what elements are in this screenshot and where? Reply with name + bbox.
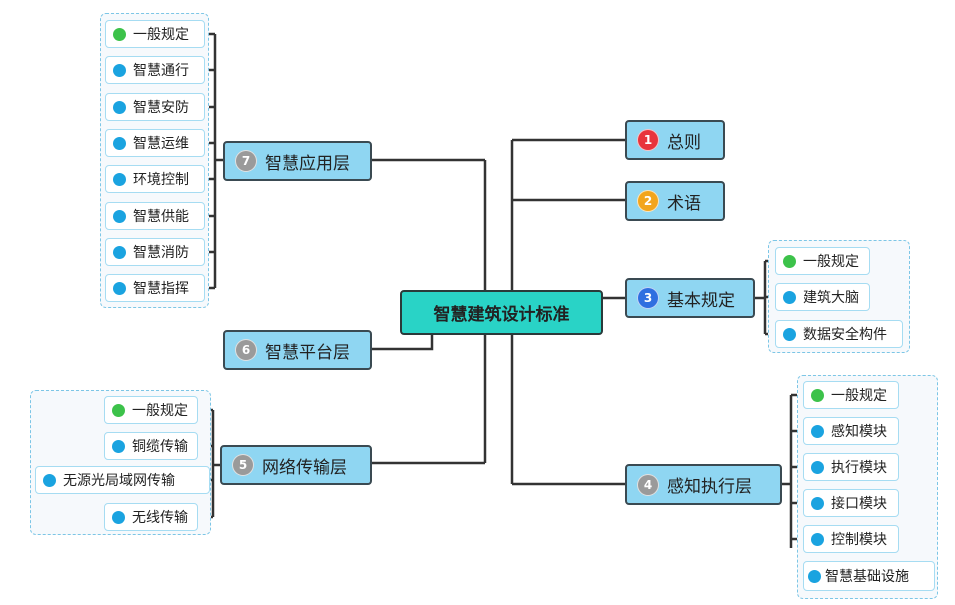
number-badge-icon: 7 <box>235 150 257 172</box>
list-item[interactable]: 控制模块 <box>803 525 899 553</box>
list-item[interactable]: 智慧通行 <box>105 56 205 84</box>
topic-sensing-execution-layer[interactable]: 4 感知执行层 <box>625 464 782 505</box>
bullet-icon <box>811 496 824 510</box>
list-item[interactable]: 感知模块 <box>803 417 899 445</box>
number-badge-icon: 2 <box>637 190 659 212</box>
list-item[interactable]: 智慧指挥 <box>105 274 205 302</box>
central-topic[interactable]: 智慧建筑设计标准 <box>400 290 603 335</box>
topic-terms[interactable]: 2 术语 <box>625 181 725 221</box>
list-item[interactable]: 一般规定 <box>775 247 870 275</box>
number-badge-icon: 6 <box>235 339 257 361</box>
bullet-icon <box>43 473 56 487</box>
list-item[interactable]: 一般规定 <box>104 396 198 424</box>
number-badge-icon: 5 <box>232 454 254 476</box>
bullet-icon <box>113 172 126 186</box>
list-item[interactable]: 执行模块 <box>803 453 899 481</box>
bullet-icon <box>811 460 824 474</box>
bullet-icon <box>808 569 821 583</box>
number-badge-icon: 1 <box>637 129 659 151</box>
bullet-icon <box>783 327 796 341</box>
list-item[interactable]: 智慧供能 <box>105 202 205 230</box>
bullet-icon <box>113 209 126 223</box>
topic-general-principles[interactable]: 1 总则 <box>625 120 725 160</box>
list-item[interactable]: 建筑大脑 <box>775 283 870 311</box>
topic-platform-layer[interactable]: 6 智慧平台层 <box>223 330 372 370</box>
bullet-icon <box>783 290 796 304</box>
list-item[interactable]: 智慧运维 <box>105 129 205 157</box>
number-badge-icon: 4 <box>637 473 659 496</box>
bullet-icon <box>783 254 796 268</box>
bullet-icon <box>113 245 126 259</box>
list-item[interactable]: 数据安全构件 <box>775 320 903 348</box>
list-item[interactable]: 无源光局域网传输 <box>35 466 210 494</box>
bullet-icon <box>811 532 824 546</box>
list-item[interactable]: 铜缆传输 <box>104 432 198 460</box>
list-item[interactable]: 智慧基础设施 <box>803 561 935 591</box>
list-item[interactable]: 环境控制 <box>105 165 205 193</box>
topic-application-layer[interactable]: 7 智慧应用层 <box>223 141 372 181</box>
bullet-icon <box>113 27 126 41</box>
bullet-icon <box>113 100 126 114</box>
bullet-icon <box>811 388 824 402</box>
list-item[interactable]: 一般规定 <box>803 381 899 409</box>
topic-basic-rules[interactable]: 3 基本规定 <box>625 278 755 318</box>
bullet-icon <box>112 403 125 417</box>
bullet-icon <box>112 439 125 453</box>
number-badge-icon: 3 <box>637 287 659 309</box>
list-item[interactable]: 智慧消防 <box>105 238 205 266</box>
bullet-icon <box>112 510 125 524</box>
list-item[interactable]: 接口模块 <box>803 489 899 517</box>
bullet-icon <box>113 281 126 295</box>
list-item[interactable]: 一般规定 <box>105 20 205 48</box>
bullet-icon <box>113 136 126 150</box>
bullet-icon <box>811 424 824 438</box>
list-item[interactable]: 智慧安防 <box>105 93 205 121</box>
topic-network-layer[interactable]: 5 网络传输层 <box>220 445 372 485</box>
list-item[interactable]: 无线传输 <box>104 503 198 531</box>
bullet-icon <box>113 63 126 77</box>
